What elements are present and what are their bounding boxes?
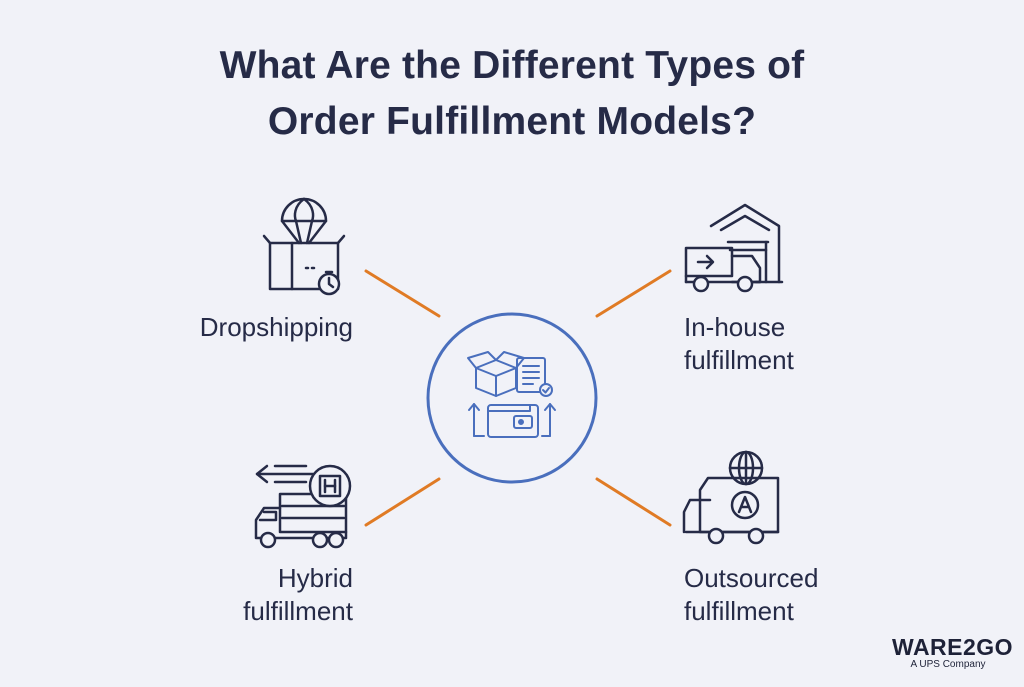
dropshipping-label: Dropshipping xyxy=(199,312,353,342)
connectors xyxy=(364,269,672,527)
hybrid-label-line-2: fulfillment xyxy=(243,596,353,626)
brand-logo: WARE2GO A UPS Company xyxy=(892,634,1014,671)
warehouse-truck-icon xyxy=(684,203,784,293)
truck-arrow-icon xyxy=(254,464,352,549)
connector-hybrid xyxy=(364,477,441,527)
connector-outsourced xyxy=(595,477,672,527)
in-house-label-line-1: In-house xyxy=(684,312,786,342)
in-house-label-line-2: fulfillment xyxy=(684,345,794,375)
outsourced-label-line-1: Outsourced xyxy=(684,563,819,593)
brand-name: WARE2GO xyxy=(892,634,1014,660)
title-line-1: What Are the Different Types of xyxy=(219,44,805,87)
label-dropshipping: Dropshipping xyxy=(150,311,353,344)
label-hybrid: Hybrid fulfillment xyxy=(150,562,353,628)
page-title: What Are the Different Types of Order Fu… xyxy=(0,38,1024,150)
connector-dropshipping xyxy=(364,269,441,318)
label-outsourced: Outsourced fulfillment xyxy=(684,562,904,628)
title-line-2: Order Fulfillment Models? xyxy=(267,100,757,143)
connector-in-house xyxy=(595,269,672,318)
center-circle xyxy=(426,312,598,484)
outsourced-label-line-2: fulfillment xyxy=(684,596,794,626)
hybrid-label-line-1: Hybrid xyxy=(277,563,353,593)
brand-tagline: A UPS Company xyxy=(910,659,986,670)
globe-truck-icon xyxy=(682,450,780,545)
order-box-wallet-icon xyxy=(467,351,556,438)
label-in-house: In-house fulfillment xyxy=(684,311,904,377)
parachute-box-icon xyxy=(262,197,346,296)
